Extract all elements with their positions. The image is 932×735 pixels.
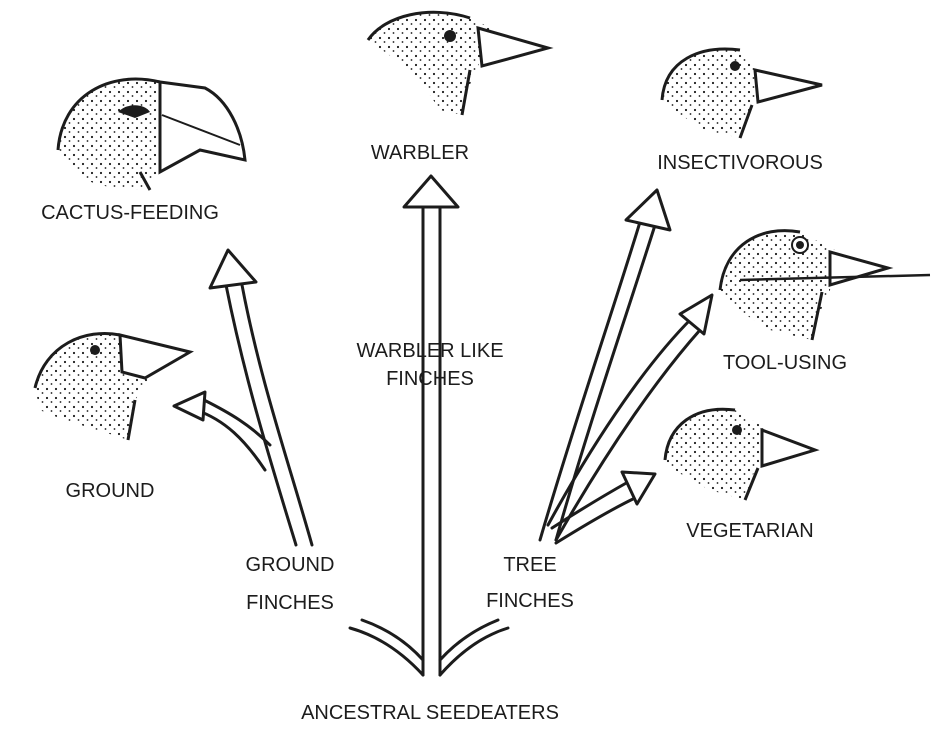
cactus-arrow-shaft-a: [226, 285, 296, 545]
warbler-arrowhead: [404, 176, 458, 207]
tool-using-finch-head-icon: [720, 231, 930, 340]
label-ground-finches-line1: GROUND: [220, 552, 360, 579]
veg-arrowhead: [622, 472, 655, 504]
insectivorous-finch-head-icon: [662, 49, 822, 138]
tool-arrowhead: [680, 295, 712, 334]
label-ancestral-seedeaters: ANCESTRAL SEEDEATERS: [230, 700, 630, 727]
insect-arrow-shaft-a: [540, 222, 640, 540]
ground-arrowhead: [174, 392, 205, 420]
label-warbler-like-line2: FINCHES: [320, 366, 540, 393]
cactus-arrow-shaft-b: [242, 285, 312, 545]
label-ground-finches-line2: FINCHES: [220, 590, 360, 617]
label-cactus-feeding: CACTUS-FEEDING: [10, 200, 250, 227]
base-fan-right-inner: [440, 620, 498, 660]
label-tree-finches-line2: FINCHES: [460, 588, 600, 615]
label-warbler-like-line1: WARBLER LIKE: [320, 338, 540, 365]
label-tree-finches-line1: TREE: [470, 552, 590, 579]
base-fan-left: [350, 628, 423, 675]
label-warbler: WARBLER: [340, 140, 500, 167]
cactus-finch-head-icon: [58, 79, 245, 190]
label-tool-using: TOOL-USING: [700, 350, 870, 377]
ground-finch-head-icon: [35, 333, 190, 440]
vegetarian-finch-head-icon: [665, 409, 815, 500]
label-ground: GROUND: [40, 478, 180, 505]
warbler-head-icon: [368, 12, 548, 115]
cactus-arrowhead: [210, 250, 256, 288]
base-fan-left-inner: [362, 620, 423, 660]
label-insectivorous: INSECTIVOROUS: [630, 150, 850, 177]
ground-arrow-shaft-a: [196, 410, 265, 470]
insect-arrowhead: [626, 190, 670, 230]
label-vegetarian: VEGETARIAN: [660, 518, 840, 545]
